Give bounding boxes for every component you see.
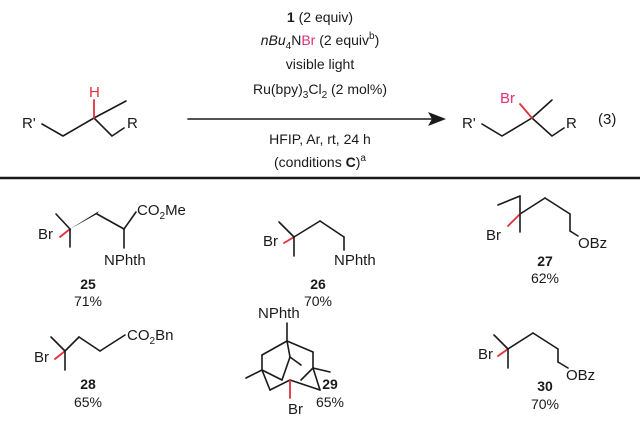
product-27: Br OBz 27 62% bbox=[486, 195, 607, 286]
product-27-obz: OBz bbox=[578, 235, 607, 252]
condition-catalyst: Ru(bpy)3Cl2 (2 mol%) bbox=[253, 81, 387, 101]
product-right-group: R bbox=[566, 115, 577, 132]
product-chain bbox=[481, 117, 565, 137]
reactant-chain bbox=[41, 117, 125, 137]
condition-set: (conditions C)a bbox=[274, 153, 366, 170]
reactant-h-label: H bbox=[89, 84, 100, 101]
product-29-nphth: NPhth bbox=[258, 305, 300, 322]
reactant-structure: R' H R bbox=[22, 84, 138, 137]
product-27-number: 27 bbox=[537, 253, 553, 269]
product-25-br: Br bbox=[38, 226, 53, 243]
product-30-yield: 70% bbox=[531, 396, 559, 412]
product-26-nphth: NPhth bbox=[334, 252, 376, 269]
product-cbr-bond bbox=[519, 103, 533, 119]
product-left-group: R' bbox=[462, 115, 476, 132]
reaction-arrow bbox=[187, 112, 446, 126]
product-25-ester: CO2Me bbox=[137, 202, 186, 222]
condition-solvent: HFIP, Ar, rt, 24 h bbox=[269, 131, 371, 147]
product-27-yield: 62% bbox=[531, 270, 559, 286]
condition-bromide: nBu4NBr (2 equivb) bbox=[261, 31, 380, 52]
product-25-yield: 71% bbox=[74, 293, 102, 309]
product-30-number: 30 bbox=[537, 378, 553, 394]
reactant-right-group: R bbox=[127, 115, 138, 132]
product-25-nphth: NPhth bbox=[104, 252, 146, 269]
product-structure: R' Br R bbox=[462, 90, 577, 137]
product-br-label: Br bbox=[500, 90, 515, 107]
condition-reagent: 1 (2 equiv) bbox=[287, 9, 353, 25]
product-28-number: 28 bbox=[80, 376, 96, 392]
product-26: Br NPhth 26 70% bbox=[263, 220, 376, 309]
product-28-ester: CO2Bn bbox=[127, 327, 173, 347]
equation-number: (3) bbox=[598, 111, 616, 128]
product-30-br: Br bbox=[478, 346, 493, 363]
product-29-yield: 65% bbox=[316, 394, 344, 410]
product-26-br: Br bbox=[263, 233, 278, 250]
reactant-left-group: R' bbox=[22, 115, 36, 132]
product-29-br: Br bbox=[288, 401, 303, 418]
product-26-yield: 70% bbox=[304, 293, 332, 309]
product-30-obz: OBz bbox=[566, 367, 595, 384]
product-26-number: 26 bbox=[310, 276, 326, 292]
product-methyl bbox=[531, 99, 553, 119]
product-25: Br CO2Me NPhth 25 71% bbox=[38, 202, 186, 309]
product-28: Br CO2Bn 28 65% bbox=[34, 327, 173, 410]
product-29-number: 29 bbox=[322, 376, 338, 392]
product-25-number: 25 bbox=[80, 276, 96, 292]
product-29: NPhth Br 29 65% bbox=[245, 305, 344, 418]
reaction-conditions: 1 (2 equiv) nBu4NBr (2 equivb) visible l… bbox=[253, 9, 387, 170]
product-28-br: Br bbox=[34, 349, 49, 366]
product-30: Br OBz 30 70% bbox=[478, 332, 595, 412]
product-27-br: Br bbox=[486, 227, 501, 244]
reactant-methyl bbox=[93, 100, 127, 119]
condition-light: visible light bbox=[286, 56, 355, 72]
product-28-yield: 65% bbox=[74, 394, 102, 410]
